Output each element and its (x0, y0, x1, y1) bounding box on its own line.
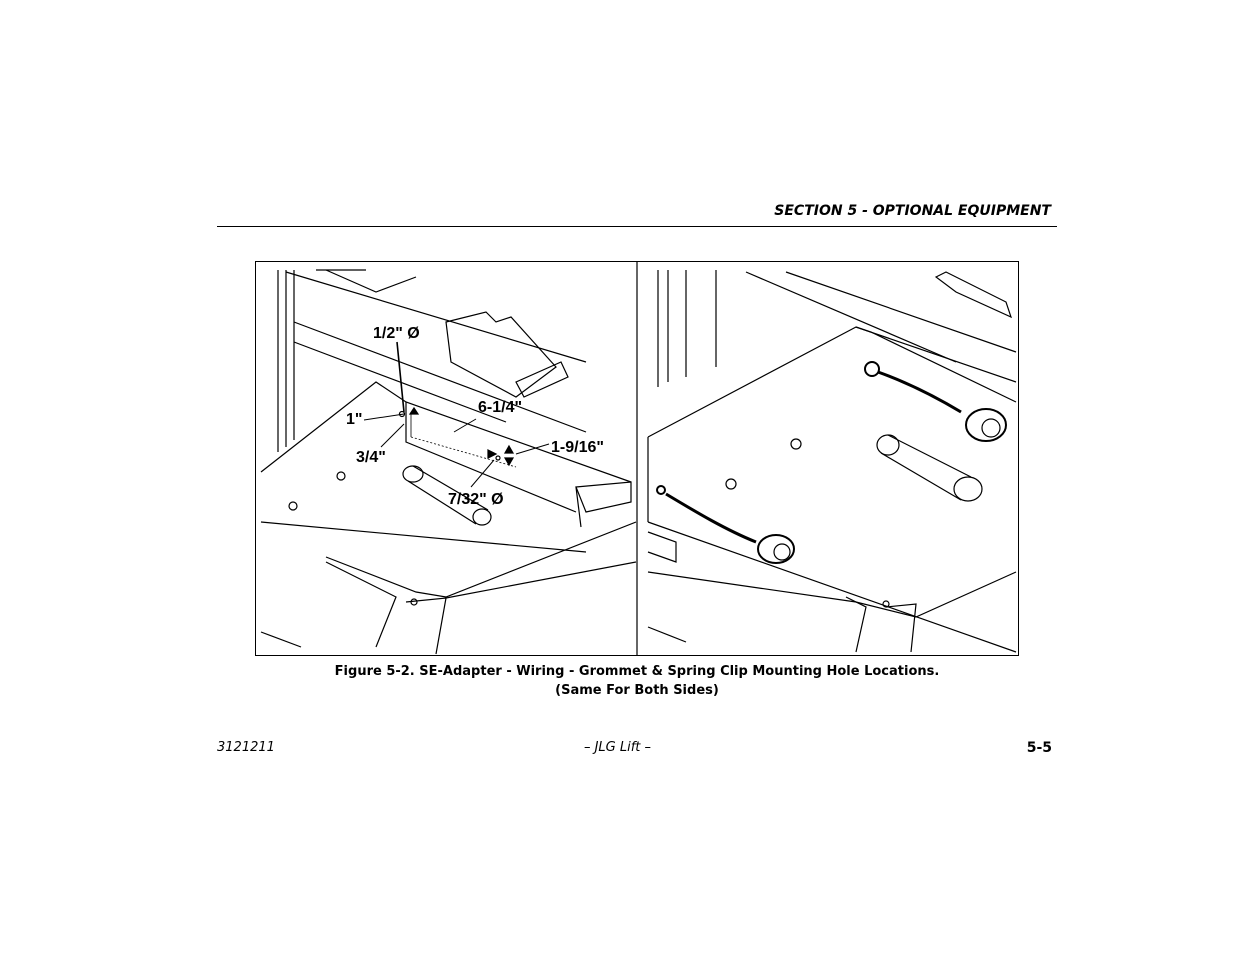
right-panel-drawing (647, 270, 1017, 653)
dim-spacing: 6-1/4" (478, 399, 522, 416)
dim-offset-side: 3/4" (356, 449, 386, 466)
section-title: SECTION 5 - OPTIONAL EQUIPMENT (774, 203, 1051, 219)
left-panel-drawing (260, 269, 637, 655)
dim-vertical: 1-9/16" (551, 439, 604, 456)
figure-caption-subtitle: (Same For Both Sides) (555, 683, 719, 698)
figure-illustration: 1/2" Ø 1" 3/4" 6-1/4" 1-9/16" 7/32" Ø (255, 261, 1019, 656)
dim-hole-large: 1/2" Ø (373, 325, 420, 342)
doc-number: 3121211 (217, 740, 275, 755)
footer-brand: – JLG Lift – (583, 740, 652, 755)
page-number: 5-5 (1026, 740, 1052, 756)
dim-offset-top: 1" (346, 411, 362, 428)
dim-hole-small: 7/32" Ø (448, 491, 504, 508)
figure-caption: Figure 5-2. SE-Adapter - Wiring - Gromme… (334, 664, 940, 679)
page-header: SECTION 5 - OPTIONAL EQUIPMENT (217, 200, 1057, 227)
